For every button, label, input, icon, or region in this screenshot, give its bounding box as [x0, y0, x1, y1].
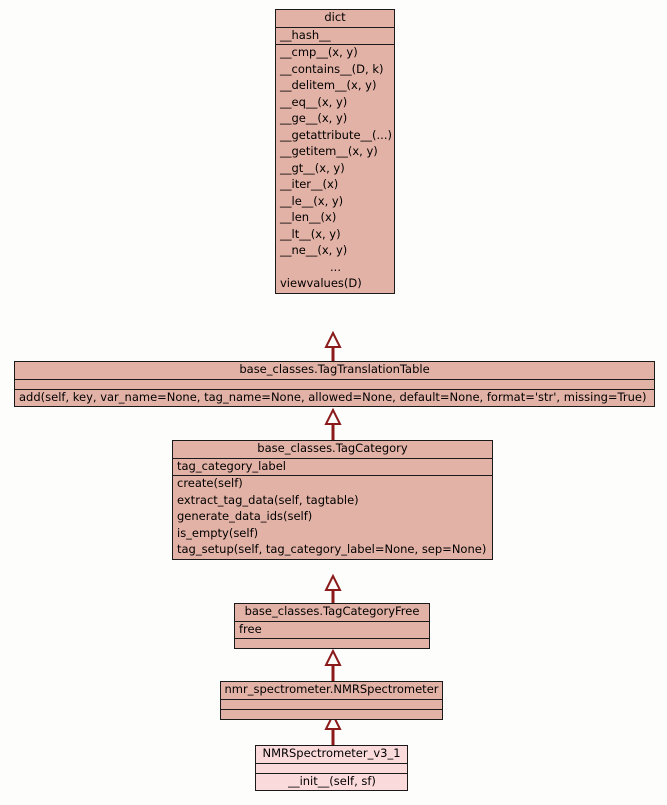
operation-row: __getitem__(x, y) [280, 144, 378, 158]
class-attributes-tagtranslationtable [15, 380, 654, 390]
class-box-nmrspectrometer[interactable]: nmr_spectrometer.NMRSpectrometer [220, 681, 443, 720]
operation-row: add(self, key, var_name=None, tag_name=N… [19, 389, 647, 404]
operation-row: __iter__(x) [280, 177, 339, 191]
operation-row: __cmp__(x, y) [280, 45, 358, 59]
class-box-dict[interactable]: dict __hash__ __cmp__(x, y) __contains__… [275, 9, 395, 294]
class-title-tagtranslationtable: base_classes.TagTranslationTable [15, 362, 654, 380]
edge-nmrspectrometer-to-tagcategoryfree [324, 648, 342, 681]
class-box-tagtranslationtable[interactable]: base_classes.TagTranslationTable add(sel… [14, 361, 655, 407]
class-box-nmrspectrometer-v3-1[interactable]: NMRSpectrometer_v3_1 __init__(self, sf) [255, 745, 408, 791]
operation-row: generate_data_ids(self) [177, 509, 313, 523]
class-operations-nmrspectrometer-v3-1: __init__(self, sf) [256, 774, 407, 791]
operation-row: __ge__(x, y) [280, 111, 348, 125]
operation-row: __contains__(D, k) [280, 61, 384, 76]
class-attributes-tagcategory: tag_category_label [173, 458, 492, 476]
class-title-tagcategoryfree: base_classes.TagCategoryFree [235, 604, 429, 622]
operation-row: __eq__(x, y) [280, 94, 348, 109]
operation-row-ellipsis: ... [330, 259, 341, 274]
operation-row: __getattribute__(...) [280, 127, 392, 142]
operation-row: extract_tag_data(self, tagtable) [177, 492, 359, 507]
attribute-row: free [239, 621, 262, 636]
operation-row: tag_setup(self, tag_category_label=None,… [177, 542, 487, 556]
edge-nmrspectrometerv31-to-nmrspectrometer [324, 712, 342, 745]
attribute-row: tag_category_label [177, 458, 286, 473]
operation-row: create(self) [177, 476, 243, 490]
class-box-tagcategory[interactable]: base_classes.TagCategory tag_category_la… [172, 440, 493, 560]
class-attributes-nmrspectrometer [221, 700, 442, 710]
class-operations-dict: __cmp__(x, y) __contains__(D, k) __delit… [276, 45, 394, 293]
class-operations-nmrspectrometer [221, 710, 442, 719]
class-box-tagcategoryfree[interactable]: base_classes.TagCategoryFree free [234, 603, 430, 649]
class-title-dict: dict [276, 10, 394, 28]
operation-row: viewvalues(D) [280, 276, 362, 290]
operation-row: __le__(x, y) [280, 193, 344, 208]
class-attributes-nmrspectrometer-v3-1 [256, 764, 407, 774]
attribute-row: __hash__ [280, 27, 331, 42]
class-title-tagcategory: base_classes.TagCategory [173, 441, 492, 459]
class-operations-tagcategory: create(self) extract_tag_data(self, tagt… [173, 476, 492, 559]
operation-row: __delitem__(x, y) [280, 78, 377, 92]
class-attributes-dict: __hash__ [276, 27, 394, 45]
operation-row: __lt__(x, y) [280, 226, 341, 241]
operation-row: __init__(self, sf) [288, 773, 376, 788]
operation-row: is_empty(self) [177, 525, 259, 540]
class-attributes-tagcategoryfree: free [235, 621, 429, 639]
class-operations-tagtranslationtable: add(self, key, var_name=None, tag_name=N… [15, 390, 654, 407]
operation-row: __gt__(x, y) [280, 160, 345, 175]
operation-row: __len__(x) [280, 210, 337, 224]
edge-tagcategory-to-tagtranslationtable [324, 407, 342, 440]
class-title-nmrspectrometer: nmr_spectrometer.NMRSpectrometer [221, 682, 442, 700]
edge-tagtranslationtable-to-dict [324, 330, 342, 361]
class-operations-tagcategoryfree [235, 639, 429, 648]
class-title-nmrspectrometer-v3-1: NMRSpectrometer_v3_1 [256, 746, 407, 764]
operation-row: __ne__(x, y) [280, 243, 348, 257]
edge-tagcategoryfree-to-tagcategory [324, 573, 342, 603]
